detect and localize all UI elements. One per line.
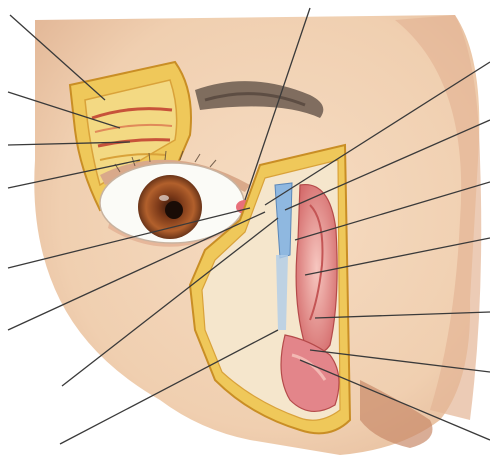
pupil — [165, 201, 183, 219]
nasal-cavity — [296, 185, 337, 353]
